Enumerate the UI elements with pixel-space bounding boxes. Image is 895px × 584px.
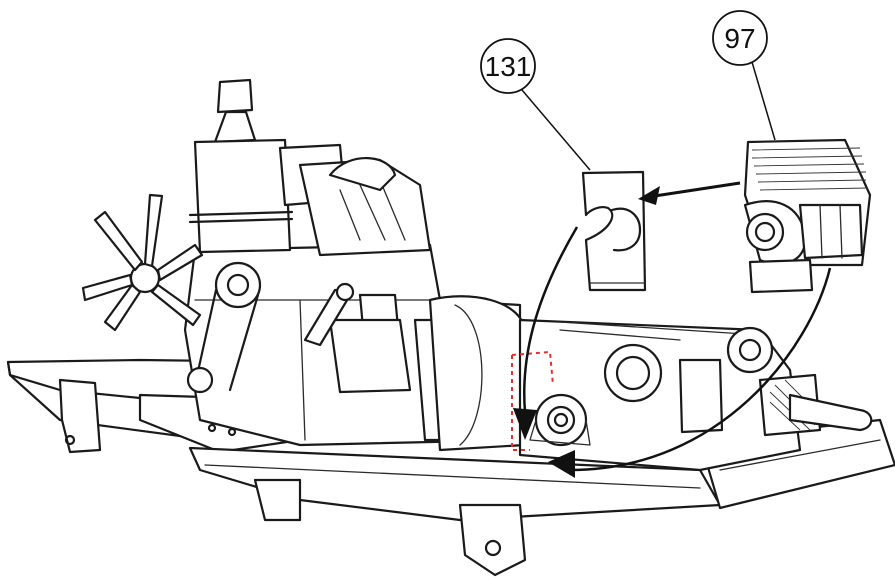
callout-131-label: 131	[485, 51, 532, 82]
callout-97-leader	[751, 61, 776, 141]
arrow-97-to-131-head	[638, 186, 660, 205]
callout-97-circle	[712, 10, 768, 66]
mount-flange	[529, 393, 591, 447]
assembly-arrows	[513, 181, 832, 478]
arrow-97-to-mount-head	[548, 450, 575, 478]
intake-manifold	[278, 143, 432, 257]
callout-131: 131	[480, 38, 591, 171]
callout-131-leader	[521, 89, 591, 171]
chassis-frame	[6, 358, 895, 577]
arrow-97-to-mount	[569, 267, 832, 472]
highlight-marker	[511, 350, 554, 451]
arrow-131-to-mount-head	[513, 408, 537, 440]
air-cleaner	[188, 78, 294, 254]
part-131-spacer-plate	[581, 170, 647, 292]
part-97-pump-unit	[743, 138, 872, 294]
callout-131-circle	[480, 38, 536, 94]
injector	[303, 282, 355, 347]
transmission	[518, 318, 873, 472]
front-pulley	[186, 261, 262, 394]
radiator-fan	[81, 193, 204, 332]
callout-97: 97	[712, 10, 776, 141]
callout-97-label: 97	[724, 23, 755, 54]
arrow-97-to-131	[647, 181, 741, 199]
bell-housing	[428, 295, 527, 452]
arrow-131-to-mount	[523, 226, 579, 413]
